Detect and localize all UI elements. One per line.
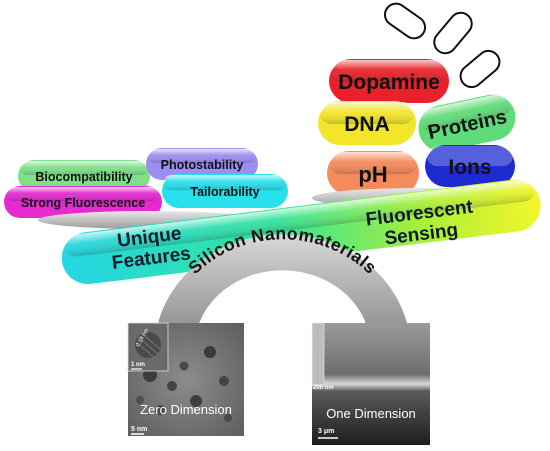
pill-ions: Ions <box>425 145 515 187</box>
ions-label: Ions <box>448 156 491 179</box>
one-dimension-image: 200 nm One Dimension 3 μm <box>311 322 430 445</box>
pill-tailorability: Tailorability <box>162 174 288 208</box>
zero-inset-scale: 1 nm <box>131 362 145 368</box>
biocompatibility-label: Biocompatibility <box>35 170 132 184</box>
zero-dimension-image: 0.19 nm 1 nm Zero Dimension 5 nm <box>127 322 244 436</box>
pill-biocompatibility: Biocompatibility <box>18 160 150 192</box>
pill-ph: pH <box>327 151 419 195</box>
pill-strong-fluorescence: Strong Fluorescence <box>4 186 162 218</box>
one-scale: 3 μm <box>318 428 334 435</box>
one-inset-scale: 200 nm <box>313 385 334 391</box>
dna-label: DNA <box>344 113 390 136</box>
capsule-outlines <box>383 2 501 89</box>
dopamine-label: Dopamine <box>338 71 440 94</box>
tailorability-label: Tailorability <box>190 185 259 199</box>
strong-fluorescence-label: Strong Fluorescence <box>21 196 145 210</box>
pill-proteins: Proteins <box>418 93 516 152</box>
ph-label: pH <box>358 162 387 187</box>
photostability-label: Photostability <box>161 158 244 172</box>
zero-dimension-label: Zero Dimension <box>140 402 232 417</box>
zero-scale: 5 nm <box>131 426 147 433</box>
pill-dna: DNA <box>318 101 416 145</box>
main-bar <box>61 179 541 285</box>
pill-photostability: Photostability <box>146 148 258 180</box>
one-dimension-label: One Dimension <box>326 406 416 421</box>
pill-dopamine: Dopamine <box>329 59 449 103</box>
